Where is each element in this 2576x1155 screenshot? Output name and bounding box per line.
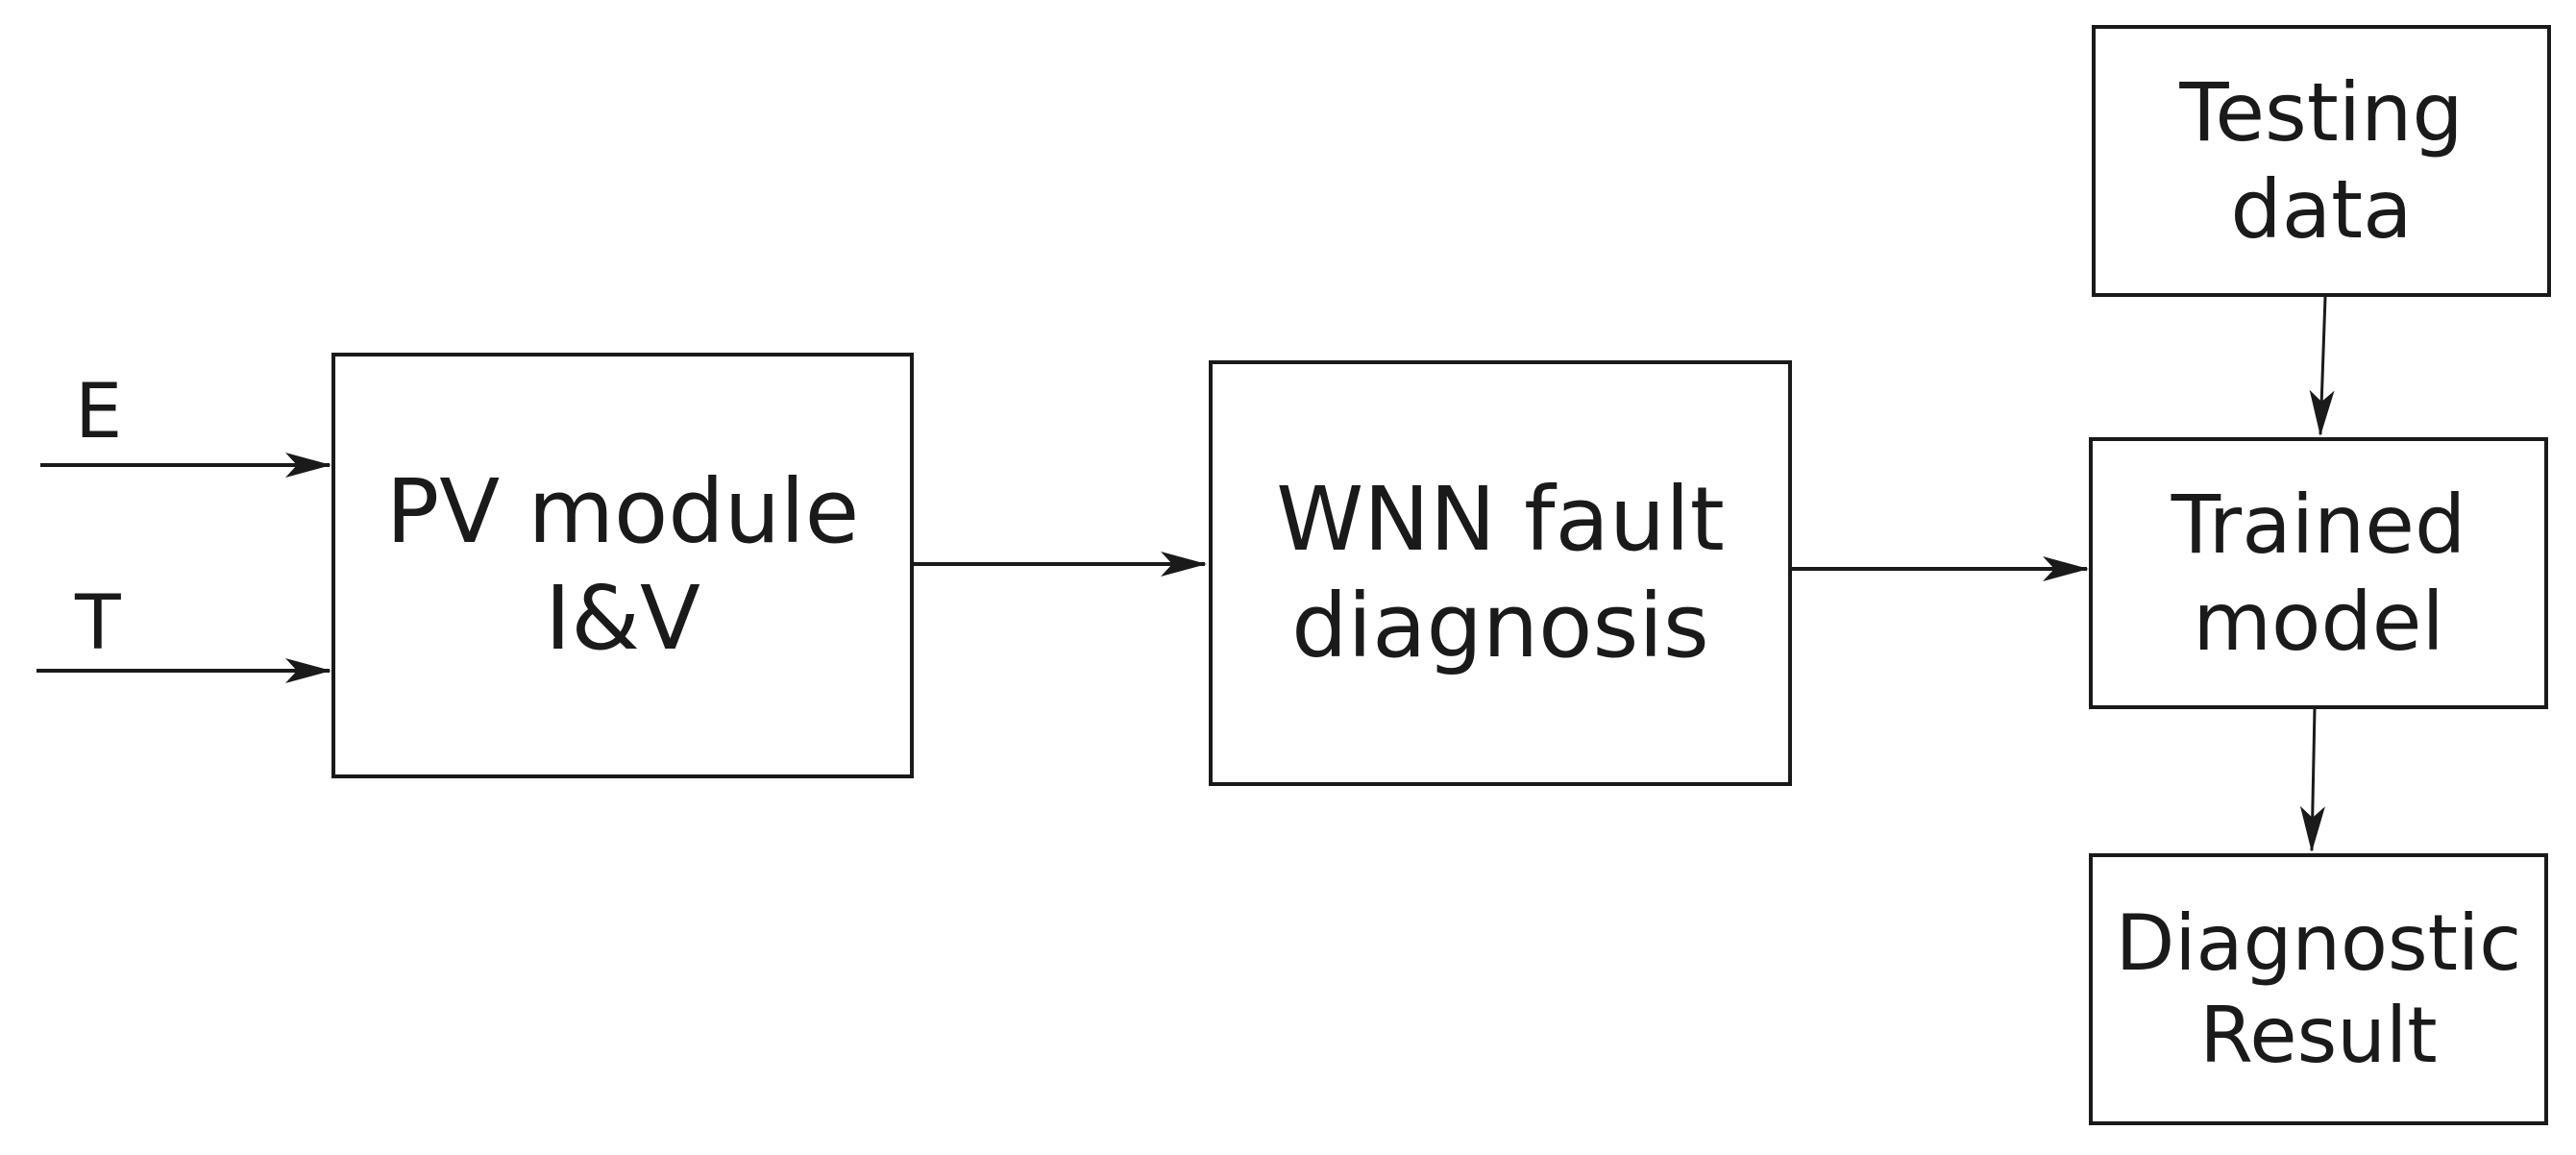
wnn-line1: WNN fault [1276,468,1725,572]
trained-model-box: Trained model [2089,437,2548,709]
wnn-line2: diagnosis [1291,574,1709,677]
arrow-trained-to-result [2299,708,2325,852]
pv-module-line1: PV module [385,460,860,564]
arrow-testing-to-trained [2309,296,2335,436]
diagnostic-result-line1: Diagnostic [2115,897,2522,988]
diagnostic-result-line2: Result [2199,990,2438,1080]
testing-data-box: Testing data [2092,25,2551,297]
trained-model-line2: model [2193,574,2444,669]
input-t-label: T [75,580,121,667]
diagnostic-result-box: Diagnostic Result [2089,853,2548,1125]
pv-module-line2: I&V [545,566,700,670]
wnn-fault-diagnosis-box: WNN fault diagnosis [1209,360,1792,786]
testing-data-line1: Testing [2179,64,2464,160]
testing-data-line2: data [2230,161,2413,257]
input-e-label: E [75,369,123,455]
trained-model-line1: Trained [2171,477,2466,572]
pv-module-box: PV module I&V [331,353,914,778]
